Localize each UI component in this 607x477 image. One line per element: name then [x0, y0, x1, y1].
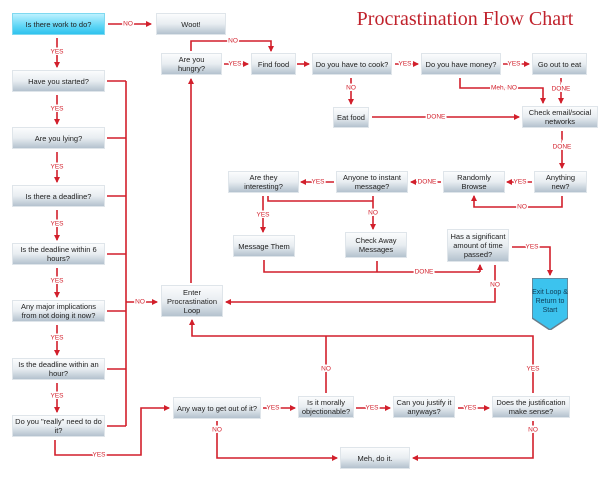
- node-exit-loop: Exit Loop & Return to Start: [532, 289, 568, 314]
- exit-loop-shape: [532, 278, 568, 330]
- node-money: Do you have money?: [421, 53, 501, 75]
- node-get-out: Any way to get out of it?: [173, 397, 261, 419]
- node-justification: Does the justification make sense?: [492, 396, 570, 418]
- edge-label: NO: [228, 38, 238, 45]
- edge-label: YES: [256, 212, 270, 219]
- node-work: Is there work to do?: [12, 13, 105, 35]
- node-morally: Is it morally objectionable?: [298, 396, 354, 418]
- node-implications: Any major implications from not doing it…: [12, 300, 105, 322]
- edge-label: YES: [526, 366, 540, 373]
- edge-label: YES: [513, 179, 527, 186]
- edge-label: NO: [135, 299, 145, 306]
- edge-label: YES: [365, 405, 379, 412]
- edge-label: DONE: [553, 144, 572, 151]
- edge-label: YES: [50, 393, 64, 400]
- edge-label: YES: [50, 49, 64, 56]
- node-anything-new: Anything new?: [534, 171, 587, 193]
- edge-label: NO: [321, 366, 331, 373]
- edge-label: YES: [507, 61, 521, 68]
- node-deadline: Is there a deadline?: [12, 185, 105, 207]
- node-started: Have you started?: [12, 70, 105, 92]
- edge-label: YES: [266, 405, 280, 412]
- node-enter-loop: Enter Procrastination Loop: [161, 285, 223, 317]
- node-eat-food: Eat food: [333, 107, 369, 128]
- edge-label: NO: [517, 204, 527, 211]
- edge-label: NO: [346, 85, 356, 92]
- node-woot: Woot!: [156, 13, 226, 35]
- edge-label: YES: [92, 452, 106, 459]
- edge-label: YES: [228, 61, 242, 68]
- edge-label: YES: [50, 164, 64, 171]
- edge-label: YES: [50, 278, 64, 285]
- node-message-them: Message Them: [233, 235, 295, 257]
- edge-label: DONE: [418, 179, 437, 186]
- node-cook: Do you have to cook?: [312, 53, 392, 75]
- chart-title: Procrastination Flow Chart: [356, 8, 574, 30]
- edge-label: DONE: [427, 114, 446, 121]
- edge-label: YES: [50, 221, 64, 228]
- node-check-email: Check email/social networks: [522, 106, 598, 128]
- node-meh: Meh, do it.: [340, 447, 410, 469]
- node-significant-time: Has a significant amount of time passed?: [447, 229, 509, 262]
- node-justify: Can you justify it anyways?: [393, 396, 455, 418]
- edge-label: NO: [368, 210, 378, 217]
- edge-label: DONE: [552, 86, 571, 93]
- node-browse: Randomly Browse: [443, 171, 505, 193]
- edge-label: YES: [50, 335, 64, 342]
- node-really: Do you "really" need to do it?: [12, 415, 105, 437]
- edge-label: YES: [311, 179, 325, 186]
- edge-label: NO: [490, 282, 500, 289]
- edge-label: DONE: [415, 269, 434, 276]
- edge-label: YES: [50, 106, 64, 113]
- node-instant-message: Anyone to instant message?: [336, 171, 408, 193]
- edge-label: Meh, NO: [491, 85, 517, 92]
- node-lying: Are you lying?: [12, 127, 105, 149]
- node-interesting: Are they interesting?: [228, 171, 299, 193]
- node-find-food: Find food: [251, 53, 296, 75]
- edge-label: NO: [212, 427, 222, 434]
- edge-label: NO: [123, 21, 133, 28]
- node-six-hours: Is the deadline within 6 hours?: [12, 243, 105, 265]
- node-go-out: Go out to eat: [532, 53, 587, 75]
- node-check-away: Check Away Messages: [345, 232, 407, 258]
- node-hungry: Are you hungry?: [161, 53, 222, 75]
- node-hour: Is the deadline within an hour?: [12, 358, 105, 380]
- edge-label: YES: [525, 244, 539, 251]
- edge-label: YES: [398, 61, 412, 68]
- edge-label: NO: [528, 427, 538, 434]
- edge-label: YES: [463, 405, 477, 412]
